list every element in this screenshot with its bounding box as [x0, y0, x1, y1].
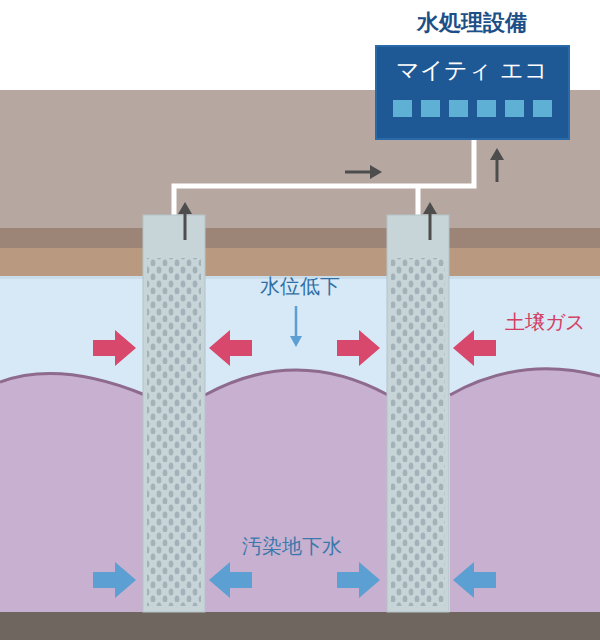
soil-gas-arrow	[93, 330, 496, 366]
indicator-square	[505, 100, 524, 117]
soil-layer	[0, 228, 600, 248]
indicator-square	[421, 100, 440, 117]
unit-name: マイティ エコ	[377, 47, 568, 86]
unit-heading: 水処理設備	[417, 8, 527, 38]
indicator-square	[533, 100, 552, 117]
soil-layer	[0, 248, 600, 276]
indicator-row	[377, 100, 568, 117]
bedrock	[0, 612, 600, 640]
well	[387, 215, 449, 612]
pipe	[174, 140, 474, 218]
well	[143, 215, 205, 612]
indicator-square	[449, 100, 468, 117]
treatment-unit-box: マイティ エコ	[375, 45, 570, 140]
groundwater-arrow	[93, 562, 496, 598]
indicator-square	[477, 100, 496, 117]
surface-soil	[0, 90, 600, 230]
soil-gas-label: 土壌ガス	[505, 310, 585, 334]
water-level-label: 水位低下	[260, 274, 340, 298]
indicator-square	[393, 100, 412, 117]
groundwater-label: 汚染地下水	[242, 534, 342, 558]
groundwater-zone	[0, 276, 600, 616]
flow-arrow	[178, 148, 504, 240]
contaminated-boundary	[0, 369, 600, 395]
contaminated-zone	[0, 369, 600, 616]
water-drop-arrow	[290, 306, 302, 347]
